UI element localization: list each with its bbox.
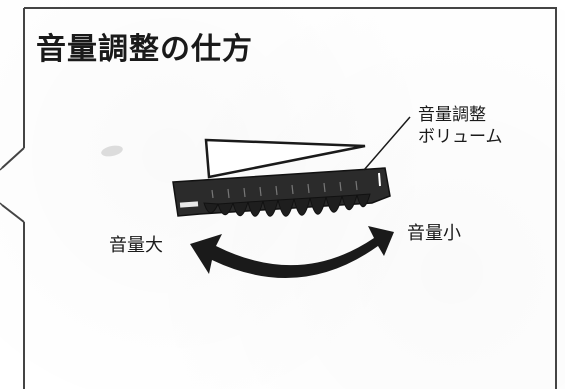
direction-decrease-label: 音量小 bbox=[407, 223, 461, 244]
thumbwheel-highlights bbox=[211, 180, 358, 199]
panel-frame bbox=[24, 7, 557, 389]
smudge-mark bbox=[101, 145, 123, 157]
volume-label-line2: ボリューム bbox=[418, 127, 503, 147]
rotation-arrow bbox=[190, 226, 394, 278]
volume-leader-line bbox=[363, 116, 411, 171]
direction-increase-label: 音量大 bbox=[109, 235, 163, 256]
thumbwheel-knurling bbox=[203, 193, 371, 217]
callout-pointer-edge bbox=[0, 167, 3, 206]
thumbwheel-end-tick bbox=[378, 172, 381, 187]
page-title: 音量調整の仕方 bbox=[36, 32, 253, 67]
volume-label-line1: 音量調整 bbox=[418, 105, 486, 125]
callout-pointer bbox=[1, 147, 25, 223]
thumbwheel-end-slot bbox=[179, 201, 199, 208]
volume-wedge bbox=[204, 138, 366, 179]
